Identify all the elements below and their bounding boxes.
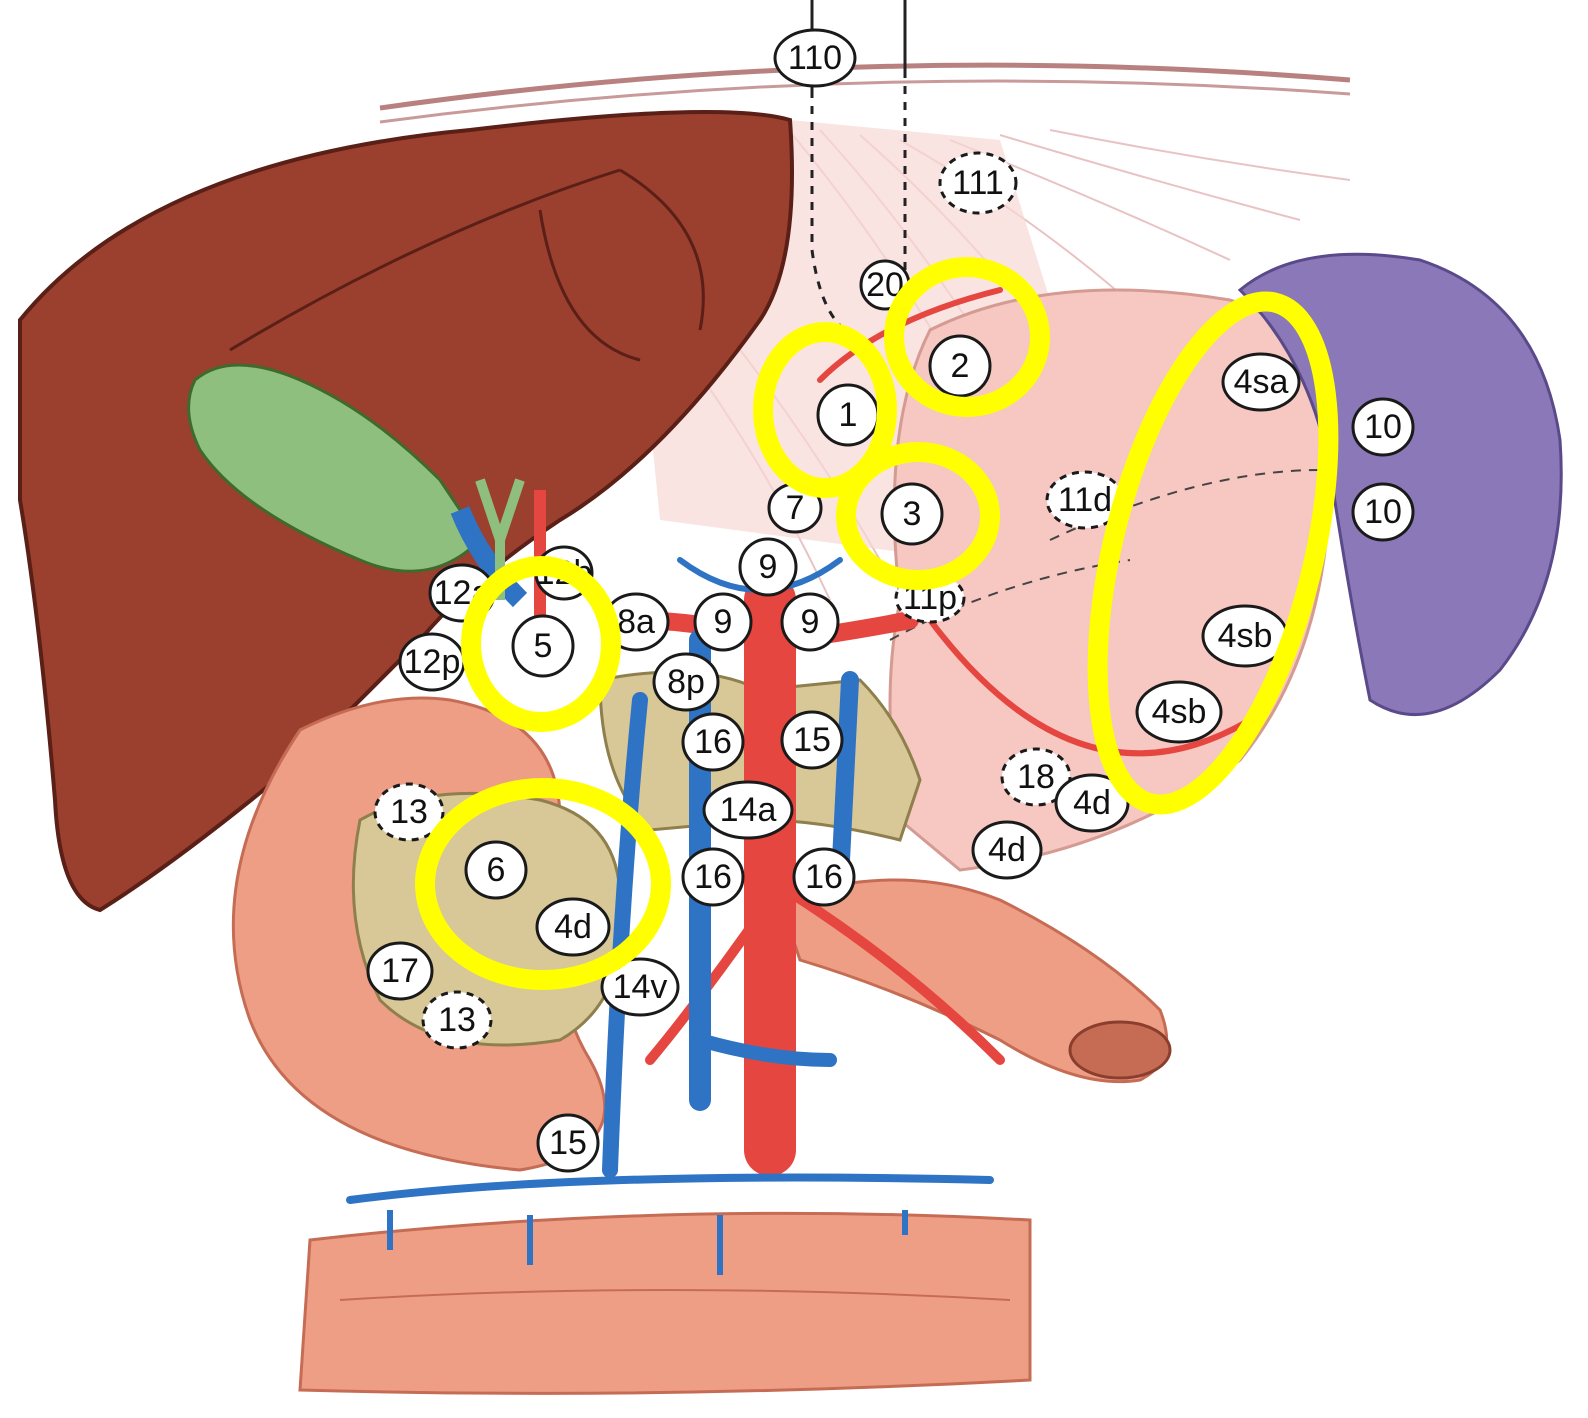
station-label: 4sb [1152, 693, 1207, 731]
lymph-node-station-16b: 16 [683, 849, 743, 905]
lymph-node-station-17: 17 [368, 943, 432, 999]
station-label: 16 [694, 858, 732, 896]
lymph-node-station-16a: 16 [683, 714, 743, 770]
station-label: 111 [952, 164, 1004, 202]
lymph-node-station-9b: 9 [695, 594, 751, 650]
lymph-node-station-15b: 15 [538, 1115, 598, 1171]
lymph-node-station-4sb2: 4sb [1137, 682, 1221, 742]
lymph-node-station-14a: 14a [704, 782, 792, 838]
station-label: 4sa [1234, 363, 1289, 401]
diaphragm [380, 0, 1350, 122]
lymph-node-station-8p: 8p [654, 654, 718, 710]
station-label: 14v [613, 968, 668, 1006]
station-label: 13 [390, 793, 428, 831]
station-label: 16 [805, 858, 843, 896]
lymph-node-station-1: 1 [818, 385, 878, 445]
station-label: 13 [438, 1001, 476, 1039]
station-label: 9 [801, 603, 820, 641]
station-label: 8p [667, 663, 705, 701]
station-label: 18 [1017, 758, 1055, 796]
lymph-node-station-4d3: 4d [537, 899, 609, 955]
station-label: 9 [714, 603, 733, 641]
station-label: 12p [404, 643, 461, 681]
station-label: 11d [1058, 481, 1112, 519]
station-label: 1 [839, 396, 858, 434]
station-label: 16 [694, 723, 732, 761]
station-label: 4d [554, 908, 592, 946]
station-label: 4sb [1218, 617, 1273, 655]
lymph-node-station-4sa: 4sa [1223, 354, 1299, 410]
station-label: 6 [487, 851, 506, 889]
lymph-node-station-16c: 16 [794, 849, 854, 905]
lymph-node-station-10a: 10 [1353, 399, 1413, 455]
lymph-node-station-3: 3 [882, 484, 942, 544]
lymph-node-station-9a: 9 [740, 539, 796, 595]
station-label: 4d [1073, 784, 1111, 822]
station-label: 4d [988, 831, 1026, 869]
lymph-node-station-2: 2 [930, 336, 990, 396]
station-label: 17 [381, 952, 419, 990]
station-label: 10 [1364, 493, 1402, 531]
transverse-colon [300, 1213, 1030, 1393]
station-label: 7 [786, 489, 805, 527]
lymph-node-station-110: 110 [775, 30, 855, 86]
lymph-node-station-4d2: 4d [973, 822, 1041, 878]
station-label: 14a [720, 791, 777, 829]
lymph-node-station-6: 6 [466, 842, 526, 898]
station-label: 8a [617, 603, 655, 641]
lymph-node-station-111: 111 [940, 153, 1016, 213]
station-label: 2 [951, 347, 970, 385]
station-label: 9 [759, 548, 778, 586]
station-label: 15 [549, 1124, 587, 1162]
lymph-node-station-10b: 10 [1353, 484, 1413, 540]
station-label: 110 [788, 39, 842, 77]
lymph-node-station-9c: 9 [782, 594, 838, 650]
station-label: 10 [1364, 408, 1402, 446]
station-label: 3 [903, 495, 922, 533]
lymph-node-station-15a: 15 [782, 712, 842, 768]
lymph-node-station-5: 5 [513, 616, 573, 676]
station-label: 15 [793, 721, 831, 759]
lymph-node-station-13b: 13 [423, 992, 491, 1048]
lymph-node-station-12p: 12p [400, 634, 464, 690]
station-label: 5 [534, 627, 553, 665]
